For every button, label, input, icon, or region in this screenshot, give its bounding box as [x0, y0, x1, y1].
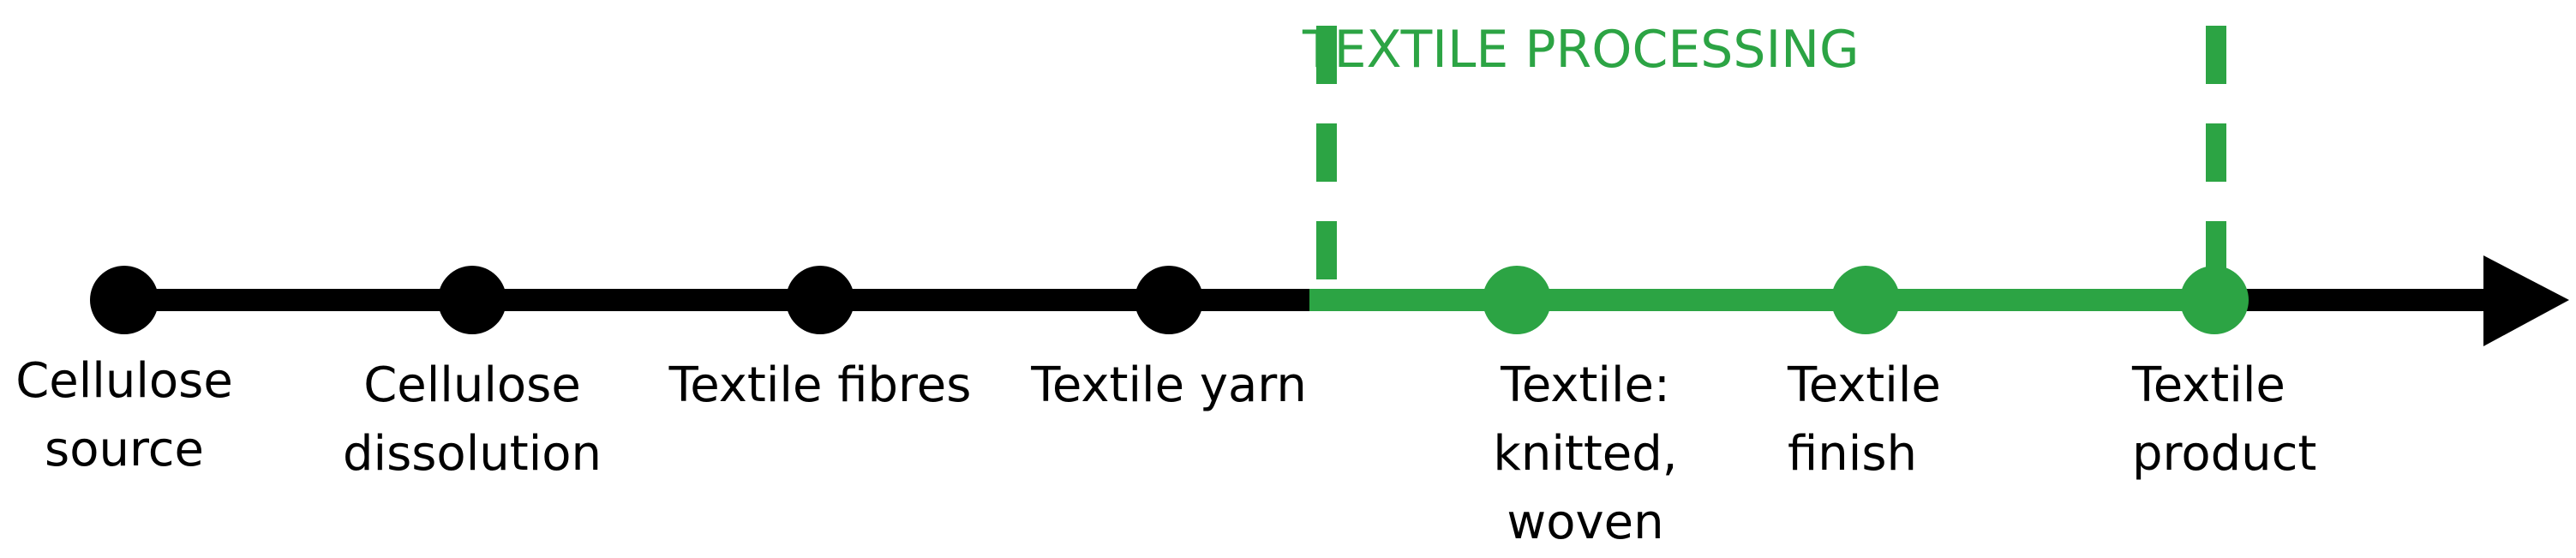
stage-dot-textile-fibres [786, 266, 854, 334]
stage-label-line: Cellulose [363, 357, 581, 413]
stage-label-textile-finish: Textile finish [1788, 351, 2045, 489]
stage-dot-textile-knitted-woven [1483, 266, 1551, 334]
region-title-textile-processing: TEXTILE PROCESSING [1303, 20, 1860, 80]
stage-label-line: Textile yarn [1031, 357, 1307, 413]
stage-label-line: woven [1507, 495, 1664, 550]
stage-label-textile-product: Textile product [2132, 351, 2475, 489]
stage-label-textile-fibres: Textile fibres [649, 351, 991, 420]
stage-label-line: Textile [1788, 357, 1941, 413]
stage-dot-textile-yarn [1135, 266, 1203, 334]
stage-label-line: product [2132, 426, 2317, 482]
stage-label-textile-knitted-woven: Textile: knitted, woven [1414, 351, 1757, 557]
stage-label-textile-yarn: Textile yarn [997, 351, 1340, 420]
stage-label-line: knitted, [1493, 426, 1678, 482]
timeline-arrowhead [2483, 255, 2569, 346]
stage-label-cellulose-dissolution: Cellulose dissolution [301, 351, 644, 489]
stage-dot-textile-product [2180, 266, 2249, 334]
stage-label-line: Textile fibres [668, 357, 972, 413]
stage-label-line: source [45, 422, 204, 477]
stage-dot-textile-finish [1831, 266, 1900, 334]
stage-label-line: Textile: [1501, 357, 1670, 413]
stage-label-line: Cellulose [15, 353, 233, 409]
stage-label-cellulose-source: Cellulose source [0, 347, 296, 484]
stage-label-line: dissolution [342, 426, 602, 482]
stage-dot-cellulose-source [90, 266, 159, 334]
stage-label-line: finish [1788, 426, 1917, 482]
stage-label-line: Textile [2132, 357, 2285, 413]
stage-dot-cellulose-dissolution [438, 266, 506, 334]
